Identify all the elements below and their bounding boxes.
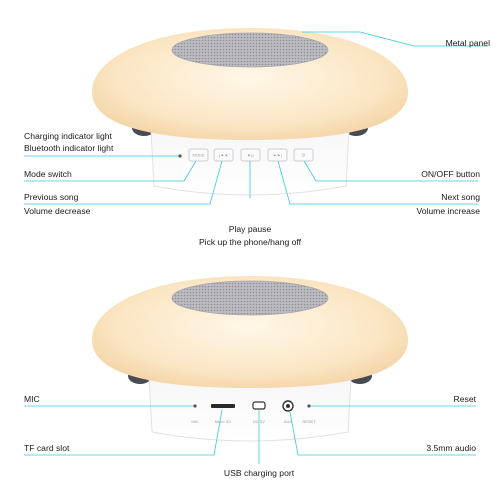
previous-song-leader <box>24 160 223 205</box>
tf-card-slot-label: TF card slot <box>24 443 70 453</box>
next-button[interactable] <box>267 148 288 162</box>
mode-button[interactable] <box>188 148 209 162</box>
metal-panel-leader <box>302 31 488 47</box>
mode-switch-leader <box>24 160 197 182</box>
micro-sd-slot[interactable] <box>211 404 235 408</box>
usb-charging-port-label: USB charging port <box>223 468 295 478</box>
previous-button[interactable] <box>213 148 234 162</box>
usb-port[interactable] <box>252 401 266 410</box>
port-label-sd: Micro SD <box>215 419 232 424</box>
mode-switch-label: Mode switch <box>24 169 72 179</box>
port-label-reset: RESET <box>302 419 316 424</box>
top-speaker: MODE |◄◄ ►|| ►►| ⏻ <box>92 28 408 196</box>
lamp-dome <box>92 28 408 140</box>
port-label-aux: AUX <box>284 419 293 424</box>
power-icon: ⏻ <box>302 153 306 158</box>
metal-panel-grille <box>171 32 329 68</box>
pick-up-phone-label: Pick up the phone/hang off <box>198 237 302 247</box>
bluetooth-indicator-label: Bluetooth indicator light <box>24 143 114 153</box>
audio-jack-leader <box>289 411 476 456</box>
control-buttons: MODE |◄◄ ►|| ►►| ⏻ <box>188 148 314 162</box>
lamp-dome <box>92 276 408 388</box>
on-off-button-label: ON/OFF button <box>421 169 480 179</box>
audio-jack-label: 3.5mm audio <box>426 443 476 453</box>
volume-increase-label: Volume increase <box>416 206 480 216</box>
power-leader <box>303 160 478 182</box>
indicator-light <box>178 154 182 158</box>
port-label-mic: MIC <box>191 419 198 424</box>
metal-panel-grille <box>171 280 329 316</box>
bottom-leader-lines <box>24 405 476 464</box>
play-pause-button[interactable] <box>240 148 261 162</box>
next-song-label: Next song <box>441 192 480 202</box>
charging-indicator-label: Charging indicator light <box>24 131 112 141</box>
reset-hole[interactable] <box>307 404 311 408</box>
mic-hole <box>193 404 197 408</box>
mic-label: MIC <box>24 394 40 404</box>
power-button[interactable] <box>293 148 314 162</box>
top-leader-lines <box>24 31 488 205</box>
volume-decrease-label: Volume decrease <box>24 206 91 216</box>
bottom-speaker: MIC Micro SD DC 5V AUX RESET <box>92 276 408 442</box>
play-pause-button-label: ►|| <box>247 153 253 158</box>
previous-song-label: Previous song <box>24 192 79 202</box>
metal-panel-label: Metal panel <box>445 38 490 48</box>
next-button-label: ►►| <box>273 153 282 158</box>
mode-button-label: MODE <box>193 153 205 158</box>
play-pause-label: Play pause <box>228 224 272 234</box>
previous-button-label: |◄◄ <box>219 153 228 158</box>
tf-card-leader <box>24 409 223 456</box>
reset-label: Reset <box>453 394 476 404</box>
next-song-leader <box>277 160 478 205</box>
aux-jack-center <box>286 404 290 408</box>
